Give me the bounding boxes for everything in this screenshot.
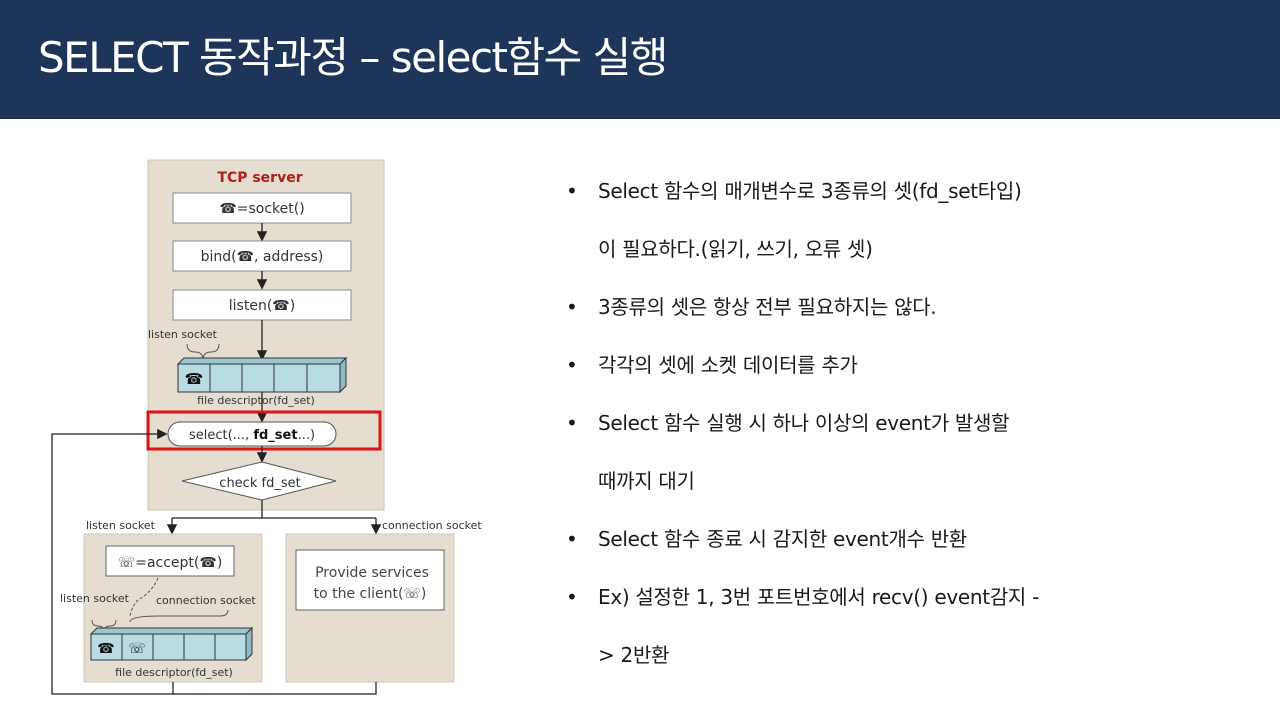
- bullet-text: Ex) 설정한 1, 3번 포트번호에서 recv() event감지 -: [598, 585, 1039, 609]
- listen-box-label: listen(☎): [229, 298, 295, 314]
- select-highlight: [146, 410, 382, 451]
- accept-box-label: ☏=accept(☎): [118, 555, 223, 571]
- select-label: select(..., fd_set...): [189, 428, 315, 443]
- loop-back-arrow: [51, 428, 377, 695]
- bullet-text: Select 함수 종료 시 감지한 event개수 반환: [598, 527, 967, 551]
- fd-cell-icon-2: ☏: [128, 641, 146, 657]
- socket-box-label: ☎=socket(): [219, 201, 304, 217]
- listen-box: [172, 289, 352, 321]
- select-pill: [167, 421, 337, 447]
- fd-cell-icon-1: ☎: [97, 641, 114, 657]
- branch-left-label: listen socket: [86, 519, 156, 532]
- diagram-svg: TCP server ☎=socket() bind(☎, address) l…: [51, 159, 482, 695]
- bullet-text: 3종류의 셋은 항상 전부 필요하지는 않다.: [598, 295, 937, 319]
- bullet-item: • 각각의 셋에 소켓 데이터를 추가: [566, 336, 1166, 394]
- fd-set-bottom: [89, 626, 254, 662]
- fd-set-label-bottom: file descriptor(fd_set): [115, 666, 233, 679]
- bullet-dot: •: [566, 353, 578, 377]
- bullet-dot: •: [566, 411, 578, 435]
- bullet-item: • 3종류의 셋은 항상 전부 필요하지는 않다.: [566, 278, 1166, 336]
- bullet-item: • Ex) 설정한 1, 3번 포트번호에서 recv() event감지 - …: [566, 568, 1166, 684]
- bullet-item: • Select 함수 종료 시 감지한 event개수 반환: [566, 510, 1166, 568]
- connection-brace: [129, 609, 229, 623]
- fd-set-top: [176, 356, 348, 394]
- bind-box-label: bind(☎, address): [201, 249, 324, 265]
- socket-box: [172, 192, 352, 224]
- listen-socket-label: listen socket: [148, 328, 218, 341]
- bullet-continuation: 이 필요하다.(읽기, 쓰기, 오류 셋): [598, 237, 873, 261]
- bullet-text: 각각의 셋에 소켓 데이터를 추가: [598, 353, 858, 377]
- listen-socket-label-2: listen socket: [60, 592, 130, 605]
- fd-set-label-top: file descriptor(fd_set): [197, 394, 315, 407]
- select-flow-diagram: TCP server ☎=socket() bind(☎, address) l…: [40, 120, 510, 715]
- bullet-text: Select 함수 실행 시 하나 이상의 event가 발생할: [598, 411, 1010, 435]
- provide-box: [295, 549, 445, 611]
- title-bar: SELECT 동작과정 – select함수 실행: [0, 0, 1280, 119]
- provide-line-2: to the client(☏): [314, 586, 427, 602]
- accept-dashed-link: [129, 577, 159, 617]
- bullet-dot: •: [566, 295, 578, 319]
- fd-cell-icon: ☎: [185, 370, 204, 388]
- bullet-item: • Select 함수 실행 시 하나 이상의 event가 발생할 때까지 대…: [566, 394, 1166, 510]
- slide-title: SELECT 동작과정 – select함수 실행: [38, 33, 668, 82]
- connection-socket-label: connection socket: [156, 594, 256, 607]
- branch-right-label: connection socket: [382, 519, 482, 532]
- server-title: TCP server: [217, 170, 302, 186]
- provide-line-1: Provide services: [315, 565, 429, 581]
- check-label: check fd_set: [219, 476, 300, 491]
- bullet-dot: •: [566, 527, 578, 551]
- bullet-continuation: 때까지 대기: [598, 469, 695, 493]
- bullet-dot: •: [566, 179, 578, 203]
- bullet-text: Select 함수의 매개변수로 3종류의 셋(fd_set타입): [598, 179, 1022, 203]
- accept-box: [105, 545, 235, 577]
- bullet-dot: •: [566, 585, 578, 609]
- bullet-item: • Select 함수의 매개변수로 3종류의 셋(fd_set타입) 이 필요…: [566, 162, 1166, 278]
- bullet-list: • Select 함수의 매개변수로 3종류의 셋(fd_set타입) 이 필요…: [566, 162, 1166, 684]
- bullet-continuation: > 2반환: [598, 643, 670, 667]
